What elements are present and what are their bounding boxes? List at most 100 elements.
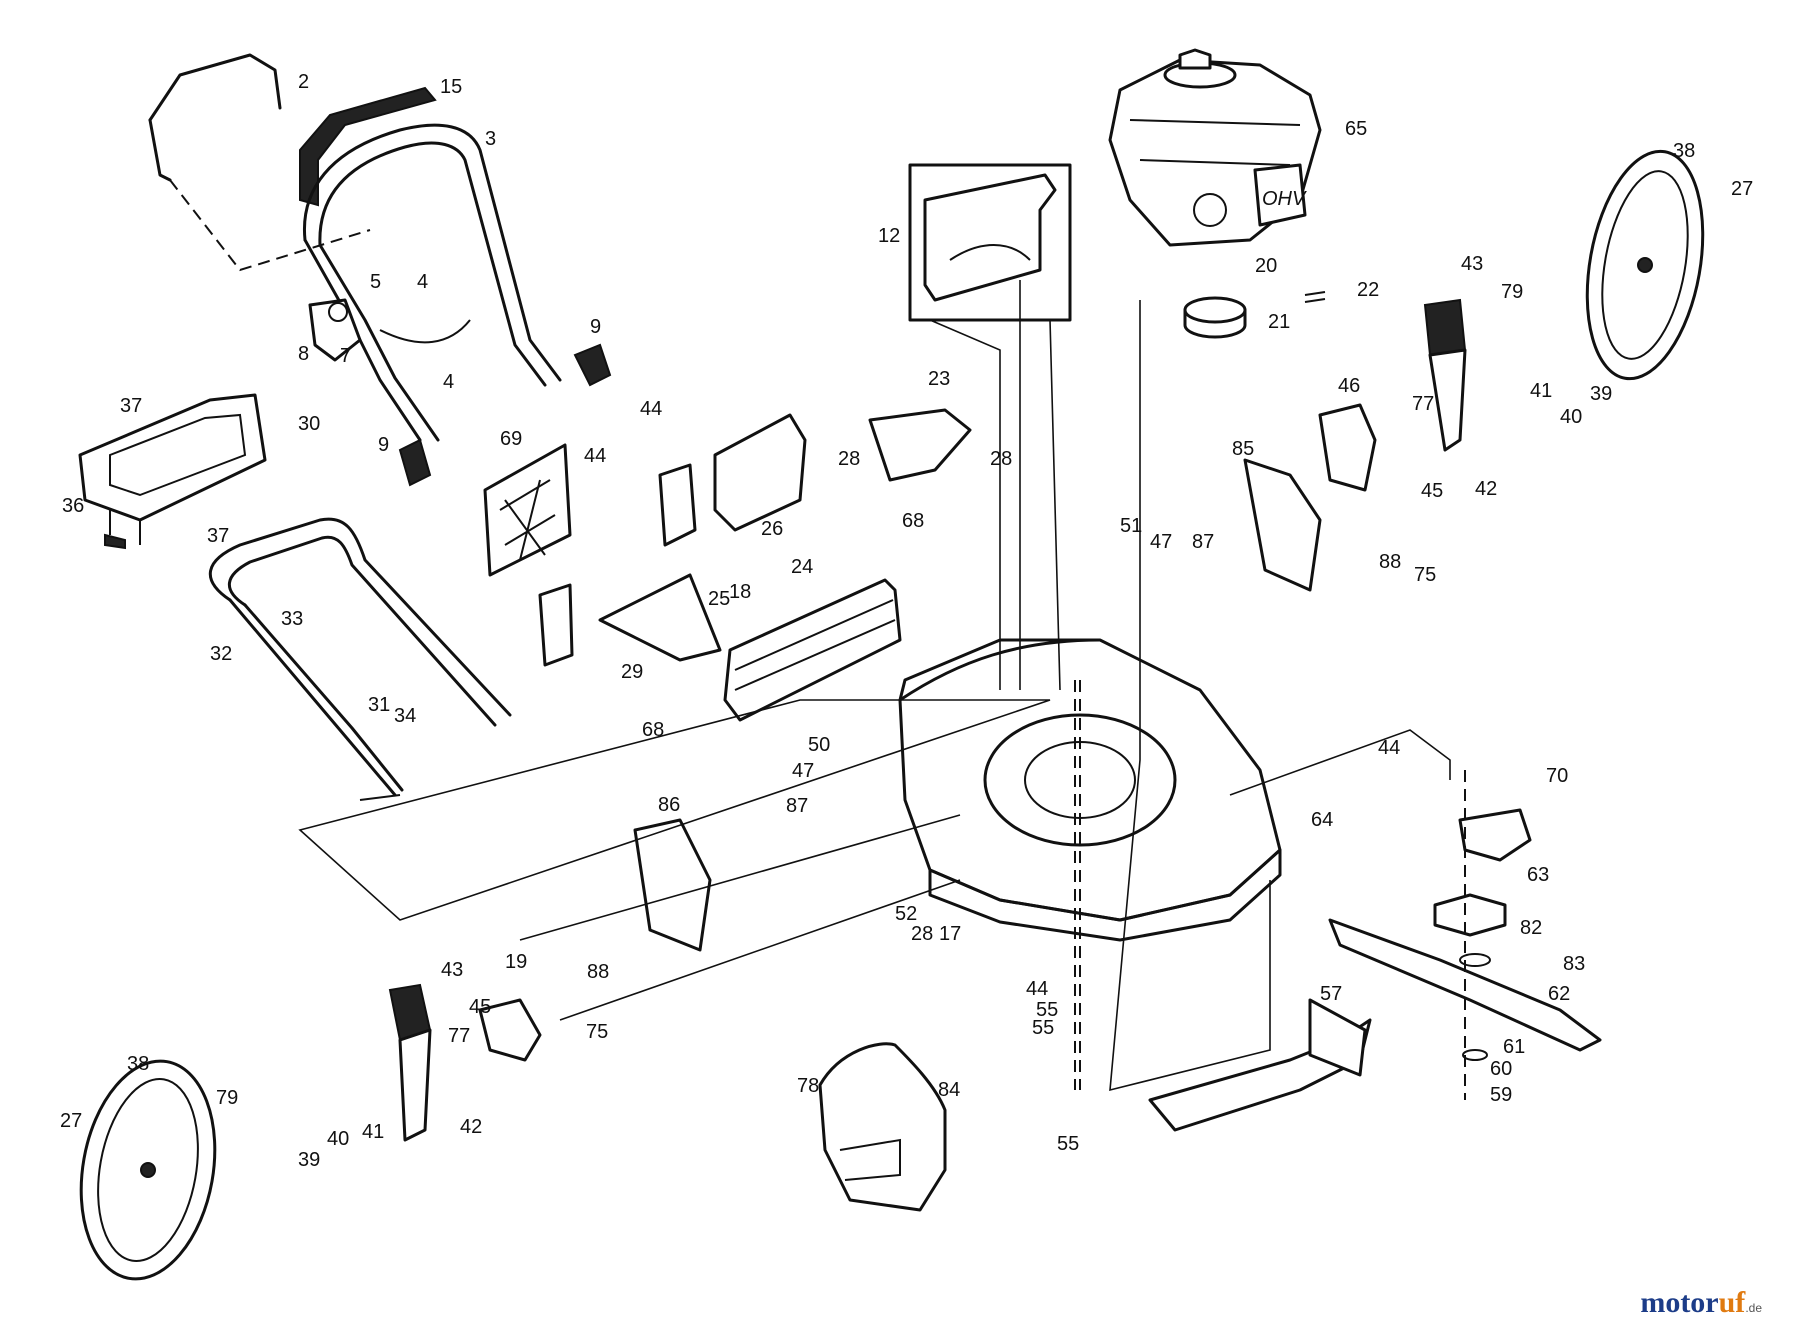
callout-77: 77	[448, 1025, 470, 1047]
callout-50: 50	[808, 734, 830, 756]
callout-37: 37	[207, 525, 229, 547]
callout-32: 32	[210, 643, 232, 665]
callout-84: 84	[938, 1079, 960, 1101]
callout-59: 59	[1490, 1084, 1512, 1106]
callout-27: 27	[60, 1110, 82, 1132]
callout-42: 42	[1475, 478, 1497, 500]
callout-70: 70	[1546, 765, 1568, 787]
callout-82: 82	[1520, 917, 1542, 939]
callout-38: 38	[1673, 140, 1695, 162]
callout-43: 43	[441, 959, 463, 981]
callout-75: 75	[586, 1021, 608, 1043]
callout-4: 4	[417, 271, 428, 293]
callout-22: 22	[1357, 279, 1379, 301]
callout-44: 44	[1026, 978, 1048, 1000]
callout-88: 88	[587, 961, 609, 983]
blade-assembly	[1328, 770, 1602, 1100]
inset-box	[908, 163, 1072, 322]
callout-19: 19	[505, 951, 527, 973]
hinge-brackets	[538, 413, 807, 667]
callout-41: 41	[1530, 380, 1552, 402]
callout-88: 88	[1379, 551, 1401, 573]
callout-85: 85	[1232, 438, 1254, 460]
callout-33: 33	[281, 608, 303, 630]
handle-assembly	[148, 53, 612, 487]
callout-37: 37	[120, 395, 142, 417]
callout-12: 12	[878, 225, 900, 247]
callout-57: 57	[1320, 983, 1342, 1005]
callout-68: 68	[902, 510, 924, 532]
callout-75: 75	[1414, 564, 1436, 586]
callout-79: 79	[216, 1087, 238, 1109]
callout-28: 28	[838, 448, 860, 470]
callout-38: 38	[127, 1053, 149, 1075]
bag-bracket	[868, 408, 972, 482]
mulch-plug	[1148, 998, 1372, 1132]
callout-44: 44	[584, 445, 606, 467]
callout-55: 55	[1032, 1017, 1054, 1039]
wheels	[79, 149, 1705, 1281]
callout-39: 39	[298, 1149, 320, 1171]
callout-87: 87	[1192, 531, 1214, 553]
callout-21: 21	[1268, 311, 1290, 333]
callout-44: 44	[640, 398, 662, 420]
callout-25: 25	[708, 588, 730, 610]
callout-34: 34	[394, 705, 416, 727]
callout-61: 61	[1503, 1036, 1525, 1058]
watermark: motoruf.de	[1640, 1286, 1762, 1320]
callout-63: 63	[1527, 864, 1549, 886]
side-plates	[633, 458, 1322, 952]
callout-64: 64	[1311, 809, 1333, 831]
watermark-brand-main: motor	[1640, 1286, 1719, 1319]
callout-24: 24	[791, 556, 813, 578]
callout-41: 41	[362, 1121, 384, 1143]
callout-40: 40	[327, 1128, 349, 1150]
mower-deck	[898, 638, 1282, 1090]
callout-87: 87	[786, 795, 808, 817]
watermark-brand-accent: uf	[1718, 1286, 1746, 1319]
callout-26: 26	[761, 518, 783, 540]
callout-36: 36	[62, 495, 84, 517]
height-adjusters	[388, 298, 1467, 1142]
callout-68: 68	[642, 719, 664, 741]
deflector	[483, 443, 572, 577]
wheel-plates	[478, 403, 1377, 1062]
callout-43: 43	[1461, 253, 1483, 275]
callout-69: 69	[500, 428, 522, 450]
callout-4: 4	[443, 371, 454, 393]
callout-55: 55	[1036, 999, 1058, 1021]
callout-45: 45	[469, 996, 491, 1018]
callout-39: 39	[1590, 383, 1612, 405]
callout-15: 15	[440, 76, 462, 98]
callout-17: 17	[939, 923, 961, 945]
callout-55: 55	[1057, 1133, 1079, 1155]
callout-42: 42	[460, 1116, 482, 1138]
svg-text:OHV: OHV	[1262, 188, 1307, 210]
pulley	[1183, 291, 1326, 339]
callout-51: 51	[1120, 515, 1142, 537]
callout-78: 78	[797, 1075, 819, 1097]
callout-46: 46	[1338, 375, 1360, 397]
side-discharge-chute	[818, 1042, 947, 1212]
rear-flap	[723, 578, 902, 722]
callout-2: 2	[298, 71, 309, 93]
callout-52: 52	[895, 903, 917, 925]
callout-62: 62	[1548, 983, 1570, 1005]
callout-8: 8	[298, 343, 309, 365]
callout-3: 3	[485, 128, 496, 150]
watermark-suffix: .de	[1745, 1301, 1762, 1315]
callout-28: 28	[990, 448, 1012, 470]
lower-handle	[208, 517, 512, 801]
callout-29: 29	[621, 661, 643, 683]
callout-23: 23	[928, 368, 950, 390]
engine: OHV	[1108, 48, 1322, 247]
callout-5: 5	[370, 271, 381, 293]
callout-31: 31	[368, 694, 390, 716]
callout-28: 28	[911, 923, 933, 945]
callout-20: 20	[1255, 255, 1277, 277]
callout-18: 18	[729, 581, 751, 603]
connection-lines	[298, 280, 1451, 1092]
callout-40: 40	[1560, 406, 1582, 428]
